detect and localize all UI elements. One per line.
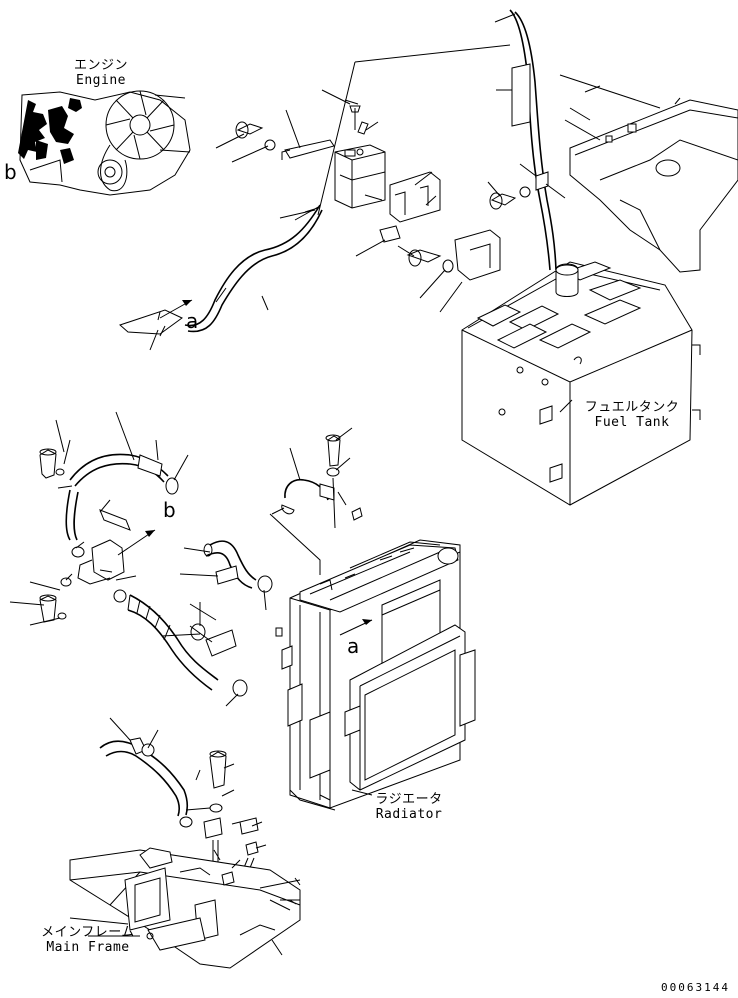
engine-label-en: Engine — [76, 73, 126, 88]
engine-illustration — [18, 90, 191, 196]
connector-a-top: a — [186, 309, 199, 333]
hoses-and-fittings — [39, 434, 363, 828]
upper-frame-panel — [559, 74, 738, 273]
engine-label-jp: エンジン — [73, 58, 128, 73]
fuel-tank-label: フュエルタンク Fuel Tank — [582, 400, 682, 430]
radiator-label: ラジエータ Radiator — [370, 792, 448, 822]
radiator-assembly — [269, 513, 476, 811]
main-frame — [69, 750, 301, 969]
fuel-tank-label-jp: フュエルタンク — [584, 400, 680, 415]
engine-label: エンジン Engine — [62, 58, 140, 88]
connector-a-radiator: a — [347, 634, 360, 658]
main-frame-label-jp: メインフレーム — [41, 925, 135, 940]
radiator-label-jp: ラジエータ — [375, 792, 443, 807]
fuel-tank — [461, 261, 701, 506]
main-frame-label-en: Main Frame — [46, 940, 130, 955]
radiator-label-en: Radiator — [375, 807, 443, 822]
leader-lines — [9, 13, 573, 956]
connector-b-engine: b — [4, 160, 17, 184]
reservoir-assembly — [119, 9, 557, 337]
connector-b-hose: b — [163, 498, 176, 522]
fuel-tank-label-en: Fuel Tank — [594, 415, 670, 430]
main-frame-label: メインフレーム Main Frame — [40, 925, 136, 955]
document-id: 00063144 — [661, 981, 730, 994]
